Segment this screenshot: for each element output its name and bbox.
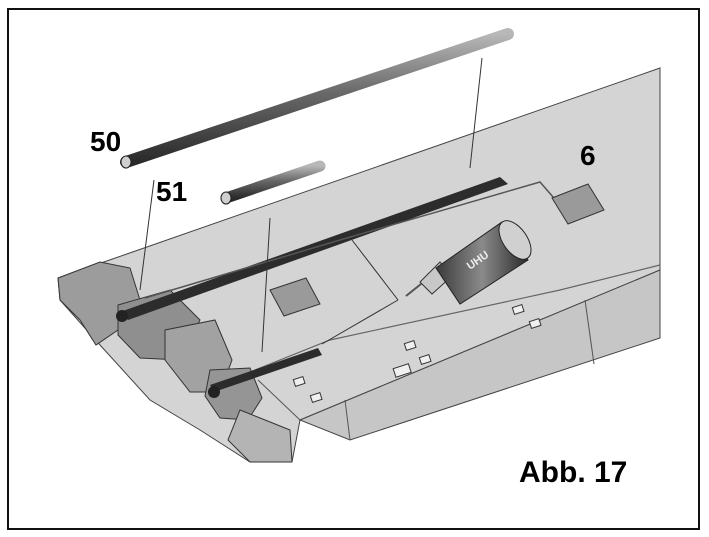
figure-caption: Abb. 17 (519, 456, 628, 489)
callout-50: 50 (90, 126, 122, 157)
rod-50 (120, 28, 514, 169)
wing-trailing-panel (298, 269, 661, 441)
spar-slot-short (210, 348, 322, 392)
hinge-slots (292, 303, 542, 403)
rod-51 (220, 160, 326, 205)
servo-cutout-inner (269, 277, 321, 317)
callout-51: 51 (156, 176, 188, 207)
callout-6: 6 (580, 140, 596, 171)
hinge-line (234, 264, 661, 379)
servo-cutout-6 (551, 183, 605, 225)
leader-lines (139, 57, 483, 353)
glue-bottle: UHU (405, 220, 532, 305)
